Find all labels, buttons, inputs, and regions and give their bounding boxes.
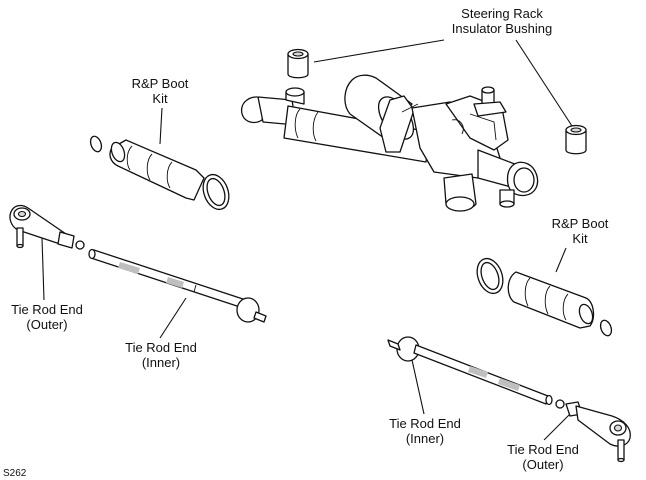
leader-lines bbox=[41, 39, 573, 441]
label-boot-kit-left: R&P Boot Kit bbox=[122, 76, 198, 106]
steering-rack-assembly bbox=[240, 74, 539, 212]
tie-rod-end-outer-left bbox=[9, 204, 85, 250]
label-line: (Outer) bbox=[522, 457, 564, 472]
label-line: Tie Rod End bbox=[507, 442, 579, 457]
label-line: R&P Boot bbox=[551, 216, 609, 231]
label-tie-rod-end-outer-right: Tie Rod End (Outer) bbox=[498, 442, 588, 472]
boot-kit-left bbox=[89, 135, 230, 211]
insulator-bushing-left bbox=[287, 48, 309, 79]
label-line: Kit bbox=[572, 231, 588, 246]
label-tie-rod-end-inner-left: Tie Rod End (Inner) bbox=[116, 340, 206, 370]
label-tie-rod-end-inner-right: Tie Rod End (Inner) bbox=[380, 416, 470, 446]
tie-rod-end-outer-right bbox=[565, 401, 631, 463]
label-line: (Outer) bbox=[26, 317, 68, 332]
label-line: Insulator Bushing bbox=[451, 21, 553, 36]
label-line: Tie Rod End bbox=[389, 416, 461, 431]
figure-code: S262 bbox=[3, 468, 27, 479]
label-boot-kit-right: R&P Boot Kit bbox=[542, 216, 618, 246]
label-line: (Inner) bbox=[141, 355, 181, 370]
insulator-bushing-right bbox=[565, 124, 587, 155]
label-line: Kit bbox=[152, 91, 168, 106]
tie-rod-inner-right bbox=[387, 336, 565, 409]
label-line: Steering Rack bbox=[461, 6, 543, 21]
label-line: Tie Rod End bbox=[125, 340, 197, 355]
boot-kit-right bbox=[476, 257, 613, 337]
label-line: R&P Boot bbox=[131, 76, 189, 91]
label-tie-rod-end-outer-left: Tie Rod End (Outer) bbox=[2, 302, 92, 332]
label-line: Tie Rod End bbox=[11, 302, 83, 317]
label-line: (Inner) bbox=[405, 431, 445, 446]
label-steering-rack-insulator-bushing: Steering Rack Insulator Bushing bbox=[440, 6, 564, 36]
tie-rod-inner-left bbox=[88, 248, 267, 323]
